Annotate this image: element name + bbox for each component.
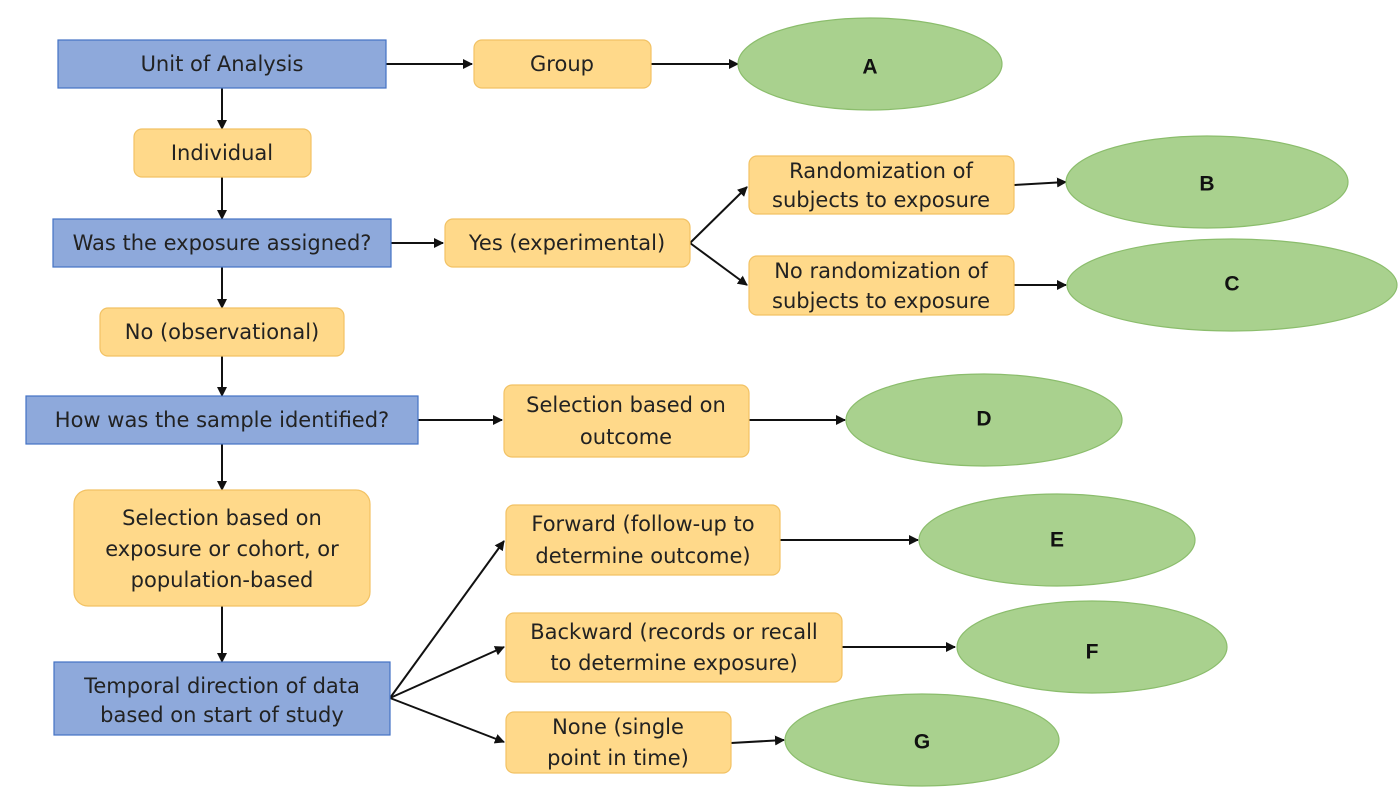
node-backward: Backward (records or recall to determine… [505,612,843,683]
outcome-d-label: D [976,408,991,431]
node-no-randomization-line-2: subjects to exposure [772,289,990,313]
arrow-yes-to-no-randomization [689,242,748,286]
node-temporal-direction: Temporal direction of data based on star… [53,661,391,736]
node-temporal-direction-line-2: based on start of study [100,703,344,727]
node-randomization: Randomization of subjects to exposure [748,155,1015,215]
node-none-single: None (single point in time) [505,711,732,774]
arrow-temporal-to-none [389,697,505,744]
outcome-f: F [956,600,1228,694]
node-unit-of-analysis-label: Unit of Analysis [141,52,304,76]
node-randomization-line-1: Randomization of [789,159,973,183]
node-selection-exposure: Selection based on exposure or cohort, o… [73,489,371,607]
node-exposure-assigned: Was the exposure assigned? [52,218,392,268]
arrow-yes-to-randomization [689,186,748,244]
node-group: Group [473,39,652,89]
node-yes-experimental-label: Yes (experimental) [468,231,665,255]
outcome-d: D [845,373,1123,467]
node-sample-identified: How was the sample identified? [25,395,419,445]
node-exposure-assigned-label: Was the exposure assigned? [73,231,372,255]
node-individual: Individual [133,128,312,178]
node-selection-exposure-line-2: exposure or cohort, or [105,537,339,561]
node-individual-label: Individual [171,141,273,165]
arrow-none-to-g [730,735,785,746]
node-selection-outcome-line-2: outcome [580,425,672,449]
node-sample-identified-label: How was the sample identified? [55,408,389,432]
node-backward-line-2: to determine exposure) [550,651,797,675]
node-no-randomization-line-1: No randomization of [774,259,988,283]
outcome-c: C [1066,238,1398,332]
outcome-e: E [918,493,1196,587]
outcome-b: B [1065,135,1349,229]
node-forward-line-2: determine outcome) [535,544,750,568]
node-no-randomization: No randomization of subjects to exposure [748,255,1015,316]
node-temporal-direction-line-1: Temporal direction of data [83,674,360,698]
node-no-observational-label: No (observational) [125,320,320,344]
node-none-single-line-1: None (single [552,715,684,739]
arrow-temporal-to-forward [389,540,505,699]
node-no-observational: No (observational) [99,307,345,357]
node-selection-exposure-line-3: population-based [131,568,314,592]
arrow-temporal-to-backward [389,646,505,699]
outcome-a-label: A [862,56,877,79]
outcome-a: A [737,17,1003,111]
outcome-e-label: E [1050,529,1064,552]
node-none-single-line-2: point in time) [547,746,689,770]
node-backward-line-1: Backward (records or recall [530,620,818,644]
outcome-g-label: G [914,731,930,754]
outcome-f-label: F [1086,641,1099,664]
node-yes-experimental: Yes (experimental) [444,218,691,268]
connectors [217,59,1067,746]
node-selection-exposure-line-1: Selection based on [122,506,322,530]
outcome-g: G [784,693,1060,787]
node-forward: Forward (follow-up to determine outcome) [505,504,781,576]
node-forward-line-1: Forward (follow-up to [531,512,754,536]
node-randomization-line-2: subjects to exposure [772,188,990,212]
outcome-b-label: B [1199,173,1214,196]
node-selection-outcome: Selection based on outcome [503,384,750,458]
node-group-label: Group [530,52,594,76]
arrow-randomization-to-b [1013,177,1067,188]
outcome-c-label: C [1224,273,1239,296]
node-selection-outcome-line-1: Selection based on [526,393,726,417]
node-unit-of-analysis: Unit of Analysis [57,39,387,89]
